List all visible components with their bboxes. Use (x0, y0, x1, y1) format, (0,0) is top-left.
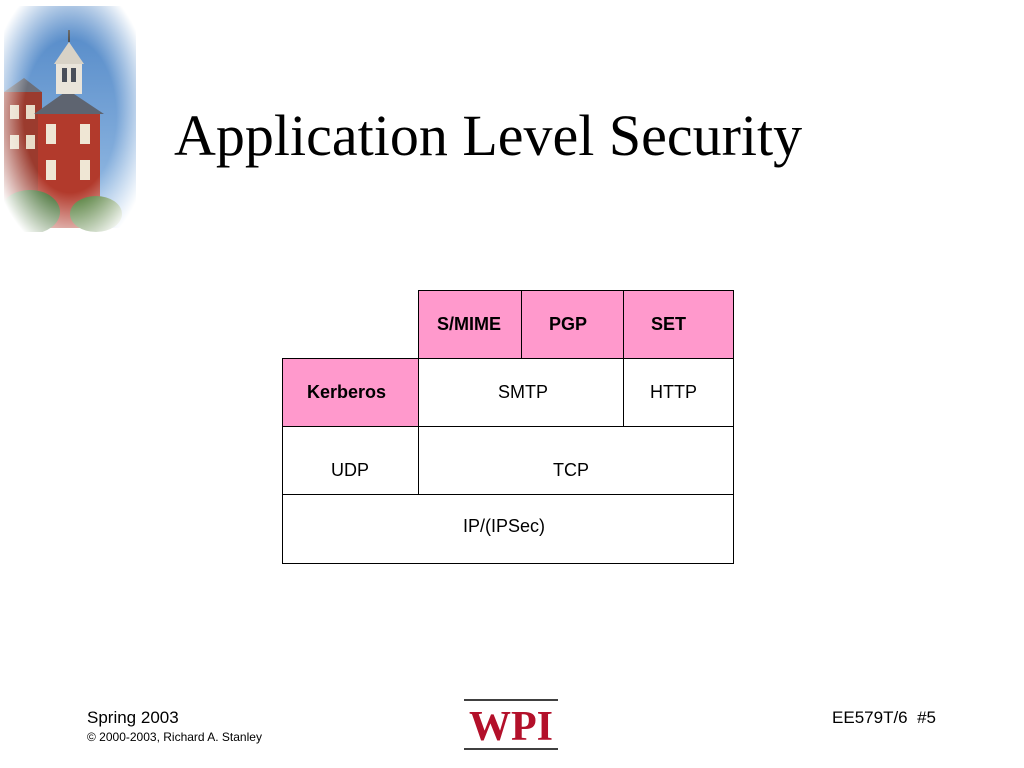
cell-smime-label: S/MIME (437, 314, 502, 334)
wpi-logo-icon: WPI (464, 699, 558, 750)
cell-udp: UDP (282, 426, 419, 495)
building-photo-icon (0, 0, 140, 232)
cell-smime: S/MIME (418, 290, 522, 359)
cell-udp-label: UDP (331, 460, 370, 480)
footer-copyright: © 2000-2003, Richard A. Stanley (87, 730, 262, 744)
cell-tcp: TCP (418, 426, 734, 495)
cell-set-label: SET (651, 314, 687, 334)
cell-smtp: SMTP (418, 358, 624, 427)
cell-ip-label: IP/(IPSec) (463, 515, 546, 536)
cell-pgp-label: PGP (549, 314, 588, 334)
slide-title: Application Level Security (174, 103, 803, 168)
footer-course-slide-number: EE579T/6 #5 (832, 708, 936, 727)
cell-ip: IP/(IPSec) (282, 494, 734, 564)
cell-kerberos-label: Kerberos (307, 382, 387, 402)
cell-http-label: HTTP (650, 382, 697, 402)
cell-tcp-label: TCP (553, 460, 589, 480)
footer-term: Spring 2003 (87, 708, 179, 727)
cell-http: HTTP (623, 358, 734, 427)
cell-kerberos: Kerberos (282, 358, 419, 427)
wpi-logo-text: WPI (469, 704, 553, 750)
cell-pgp: PGP (521, 290, 624, 359)
cell-smtp-label: SMTP (498, 382, 549, 402)
cell-set: SET (623, 290, 734, 359)
